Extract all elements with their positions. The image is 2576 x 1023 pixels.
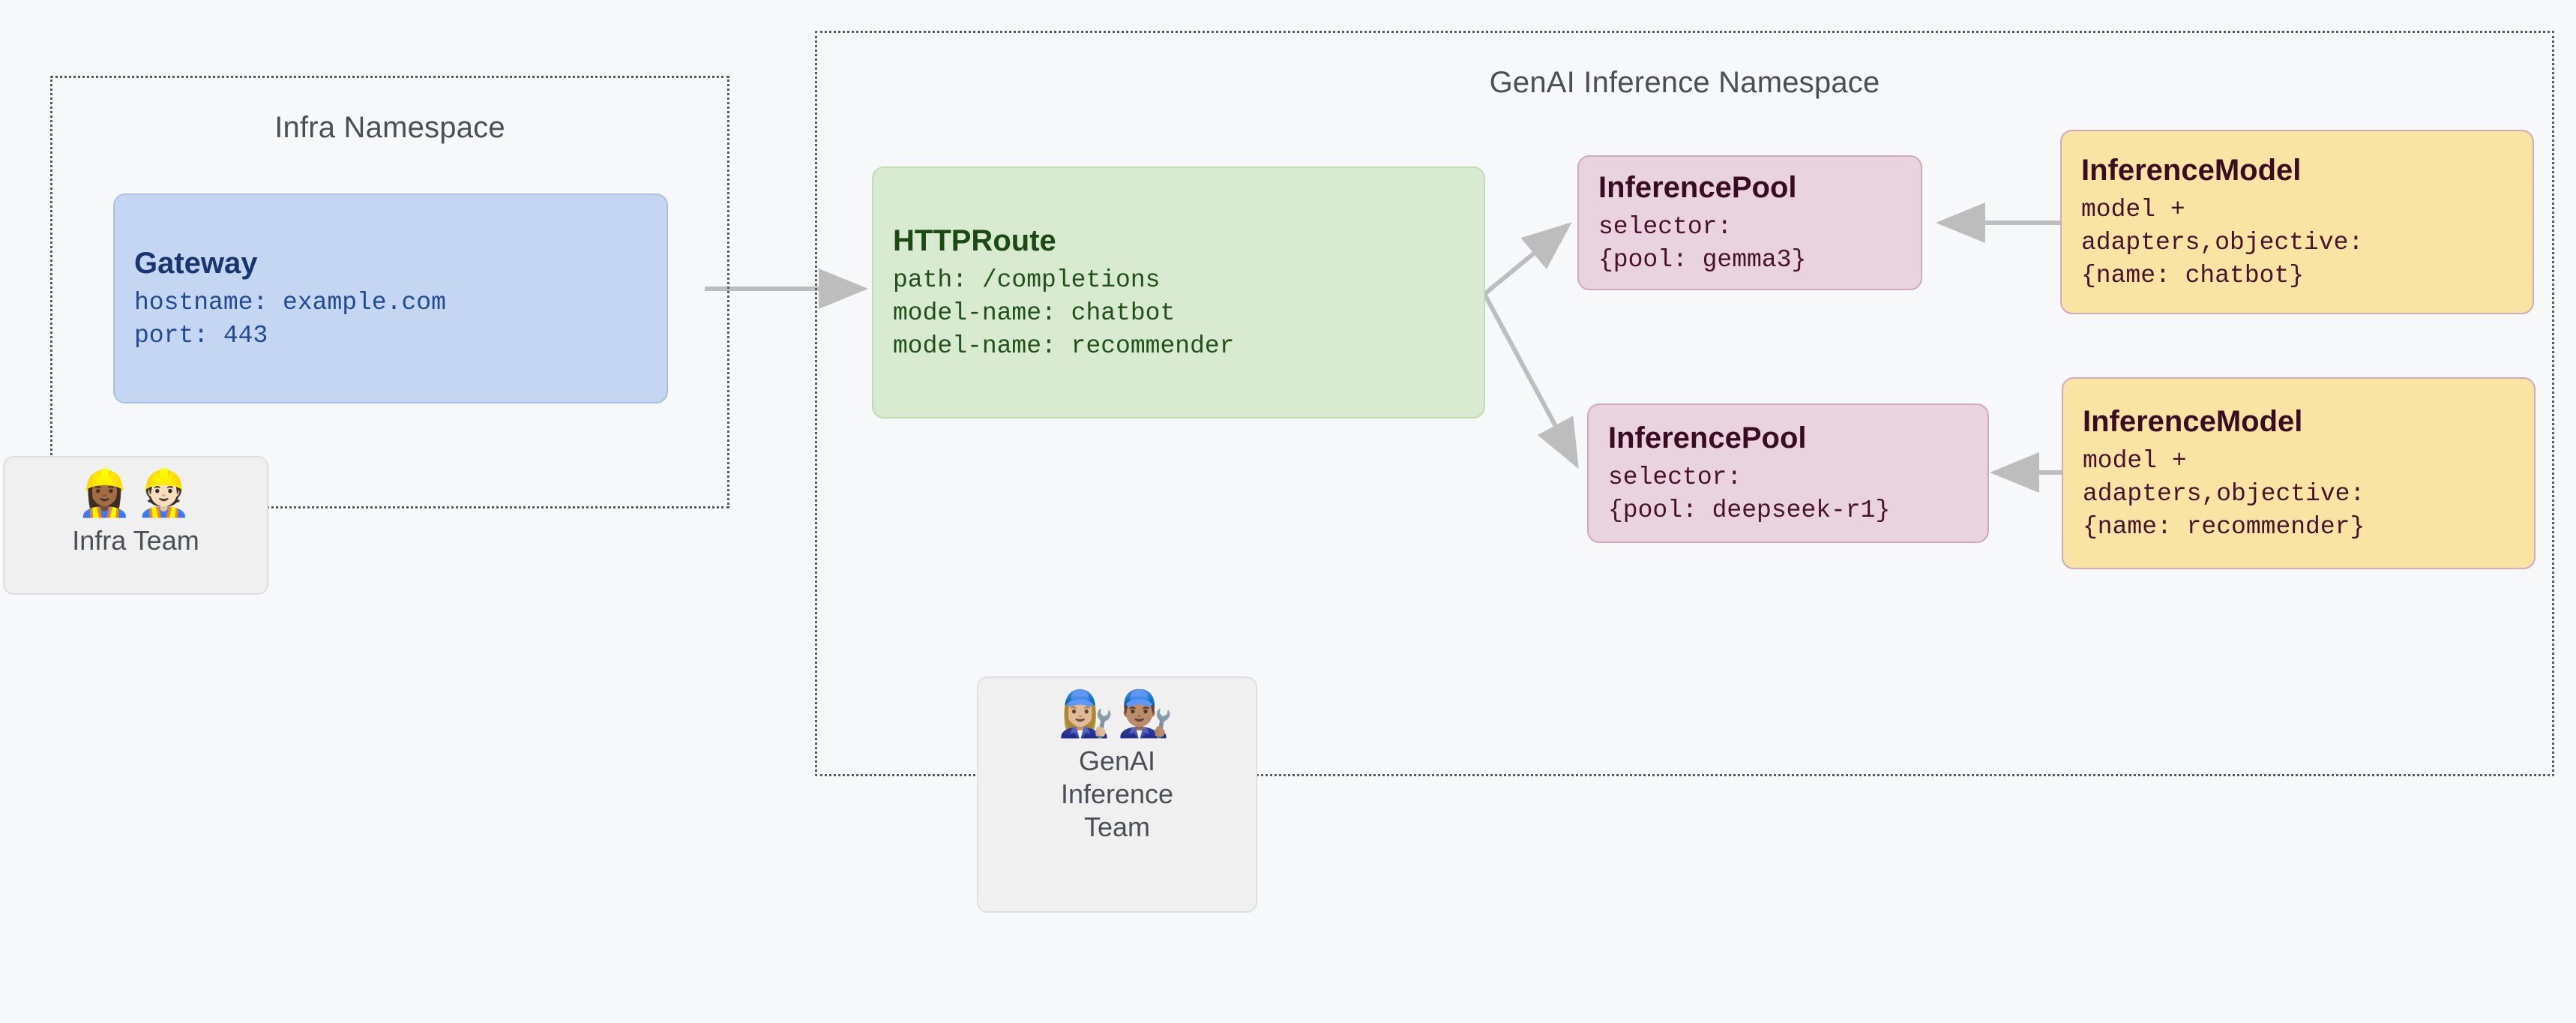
inferencepool-gemma3-selector-line: selector: <box>1598 213 1733 242</box>
httproute-model-name-recommender-line: model-name: recommender <box>893 332 1235 360</box>
httproute-model-name-chatbot-line: model-name: chatbot <box>893 299 1176 328</box>
infra-team-badge[interactable]: 👷🏾‍♀️👷🏻 Infra Team <box>3 456 268 595</box>
genai-namespace-boundary <box>815 31 2554 776</box>
infra-team-label: Infra Team <box>72 525 199 556</box>
inferencemodel-recommender-adapters-line: adapters,objective: <box>2083 480 2365 508</box>
inferencepool-gemma3-selector-value: {pool: gemma3} <box>1598 246 1807 274</box>
infra-team-emoji-group: 👷🏾‍♀️👷🏻 <box>76 468 195 518</box>
inferencepool-deepseek-kind-label: InferencePool <box>1608 422 1807 455</box>
inferencepool-gemma3-kind-label: InferencePool <box>1598 171 1797 205</box>
httproute-path-line: path: /completions <box>893 266 1161 295</box>
inferencemodel-recommender-kind-label: InferenceModel <box>2083 405 2303 439</box>
inferencemodel-recommender-name-line: {name: recommender} <box>2083 512 2365 541</box>
infra-namespace-title: Infra Namespace <box>274 111 505 144</box>
infra-namespace-boundary <box>50 76 729 508</box>
genai-team-emoji-group: 👩🏼‍🔧👨🏽‍🔧 <box>1058 688 1176 739</box>
inferencemodel-recommender-model-line: model + <box>2083 447 2187 476</box>
gateway-port-line: port: 443 <box>134 322 268 350</box>
gateway-node[interactable]: Gateway hostname: example.com port: 443 <box>113 194 668 404</box>
inferencemodel-chatbot-model-line: model + <box>2081 196 2185 224</box>
inferencepool-deepseek-selector-line: selector: <box>1608 464 1742 492</box>
gateway-kind-label: Gateway <box>134 247 258 280</box>
genai-namespace-title: GenAI Inference Namespace <box>1489 66 1880 99</box>
httproute-kind-label: HTTPRoute <box>893 224 1056 258</box>
inferencemodel-chatbot-node[interactable]: InferenceModel model + adapters,objectiv… <box>2060 130 2534 314</box>
httproute-node[interactable]: HTTPRoute path: /completions model-name:… <box>872 166 1485 418</box>
gateway-hostname-line: hostname: example.com <box>134 289 446 317</box>
genai-team-label: GenAI Inference Team <box>1060 746 1174 842</box>
genai-inference-team-badge[interactable]: 👩🏼‍🔧👨🏽‍🔧 GenAI Inference Team <box>977 676 1257 913</box>
inferencepool-gemma3-node[interactable]: InferencePool selector: {pool: gemma3} <box>1577 155 1922 290</box>
inferencemodel-chatbot-adapters-line: adapters,objective: <box>2081 229 2364 257</box>
inferencepool-deepseek-selector-value: {pool: deepseek-r1} <box>1608 496 1891 524</box>
inferencemodel-recommender-node[interactable]: InferenceModel model + adapters,objectiv… <box>2062 377 2536 569</box>
inferencemodel-chatbot-kind-label: InferenceModel <box>2081 154 2302 188</box>
inferencepool-deepseek-node[interactable]: InferencePool selector: {pool: deepseek-… <box>1587 404 1989 543</box>
inferencemodel-chatbot-name-line: {name: chatbot} <box>2081 261 2305 290</box>
